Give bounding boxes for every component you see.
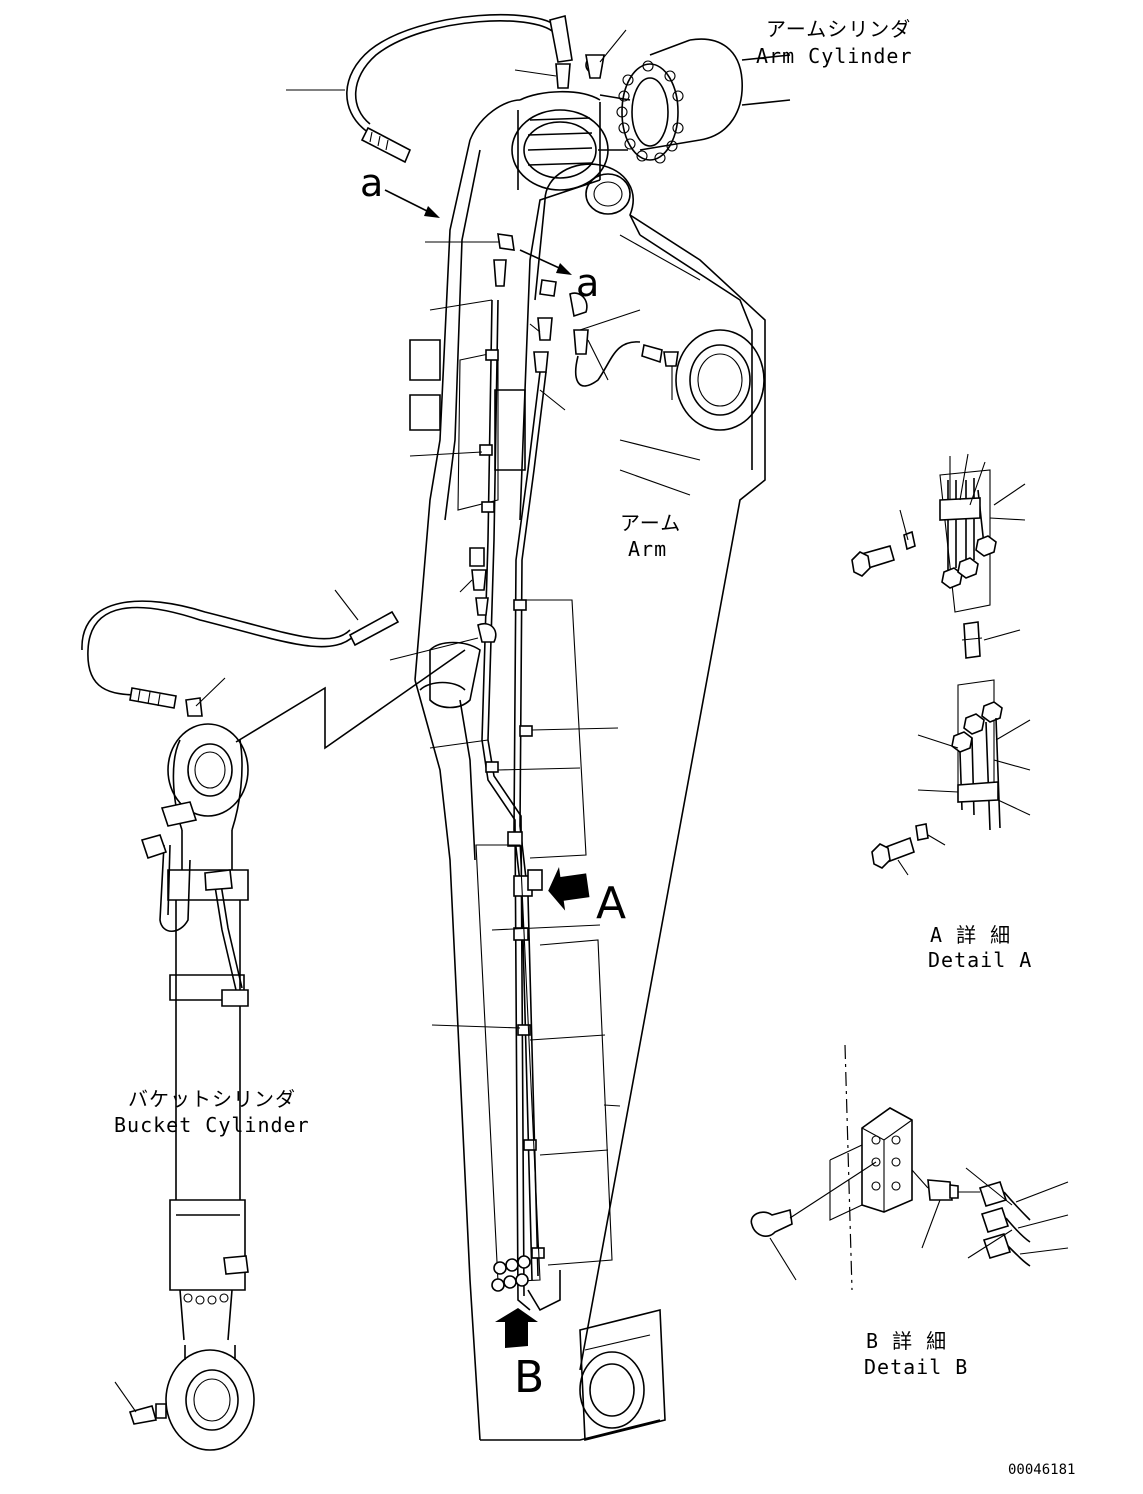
detail-a-jp-label: A 詳 細 — [930, 923, 1011, 947]
view-arrow-b — [495, 1308, 538, 1348]
pipe-run — [457, 299, 613, 1312]
arm-cylinder-en-label: Arm Cylinder — [756, 44, 913, 68]
fittings-top — [493, 54, 679, 373]
hose-top-loop — [346, 13, 573, 164]
hose-arm-pivot — [575, 341, 641, 387]
view-arrow-a — [548, 867, 590, 911]
arm-cylinder-jp-label: アームシリンダ — [766, 17, 911, 41]
bucket-cylinder — [128, 723, 255, 1451]
detail-b-drawing — [750, 1044, 1069, 1291]
arm-body — [409, 90, 766, 1442]
callout-leaders — [114, 29, 673, 1413]
detail-b-jp-label: B 詳 細 — [866, 1329, 947, 1353]
section-a-right-label: a — [576, 261, 599, 305]
drawing-number: 00046181 — [1008, 1462, 1075, 1478]
break-line — [235, 649, 466, 750]
bucket-cylinder-jp-label: バケットシリンダ — [128, 1087, 296, 1111]
section-a-left-label: a — [360, 161, 383, 205]
arm-cylinder — [598, 38, 791, 164]
view-b-label: B — [514, 1352, 544, 1403]
section-arrows-a — [384, 189, 572, 275]
view-a-label: A — [596, 878, 626, 929]
detail-b-en-label: Detail B — [864, 1355, 968, 1379]
arm-en-label: Arm — [628, 537, 667, 561]
arm-jp-label: アーム — [620, 511, 681, 535]
hose-bucket-loop — [81, 600, 400, 717]
detail-a-drawing — [851, 453, 1031, 876]
bucket-cylinder-en-label: Bucket Cylinder — [114, 1113, 310, 1137]
detail-a-en-label: Detail A — [928, 948, 1032, 972]
